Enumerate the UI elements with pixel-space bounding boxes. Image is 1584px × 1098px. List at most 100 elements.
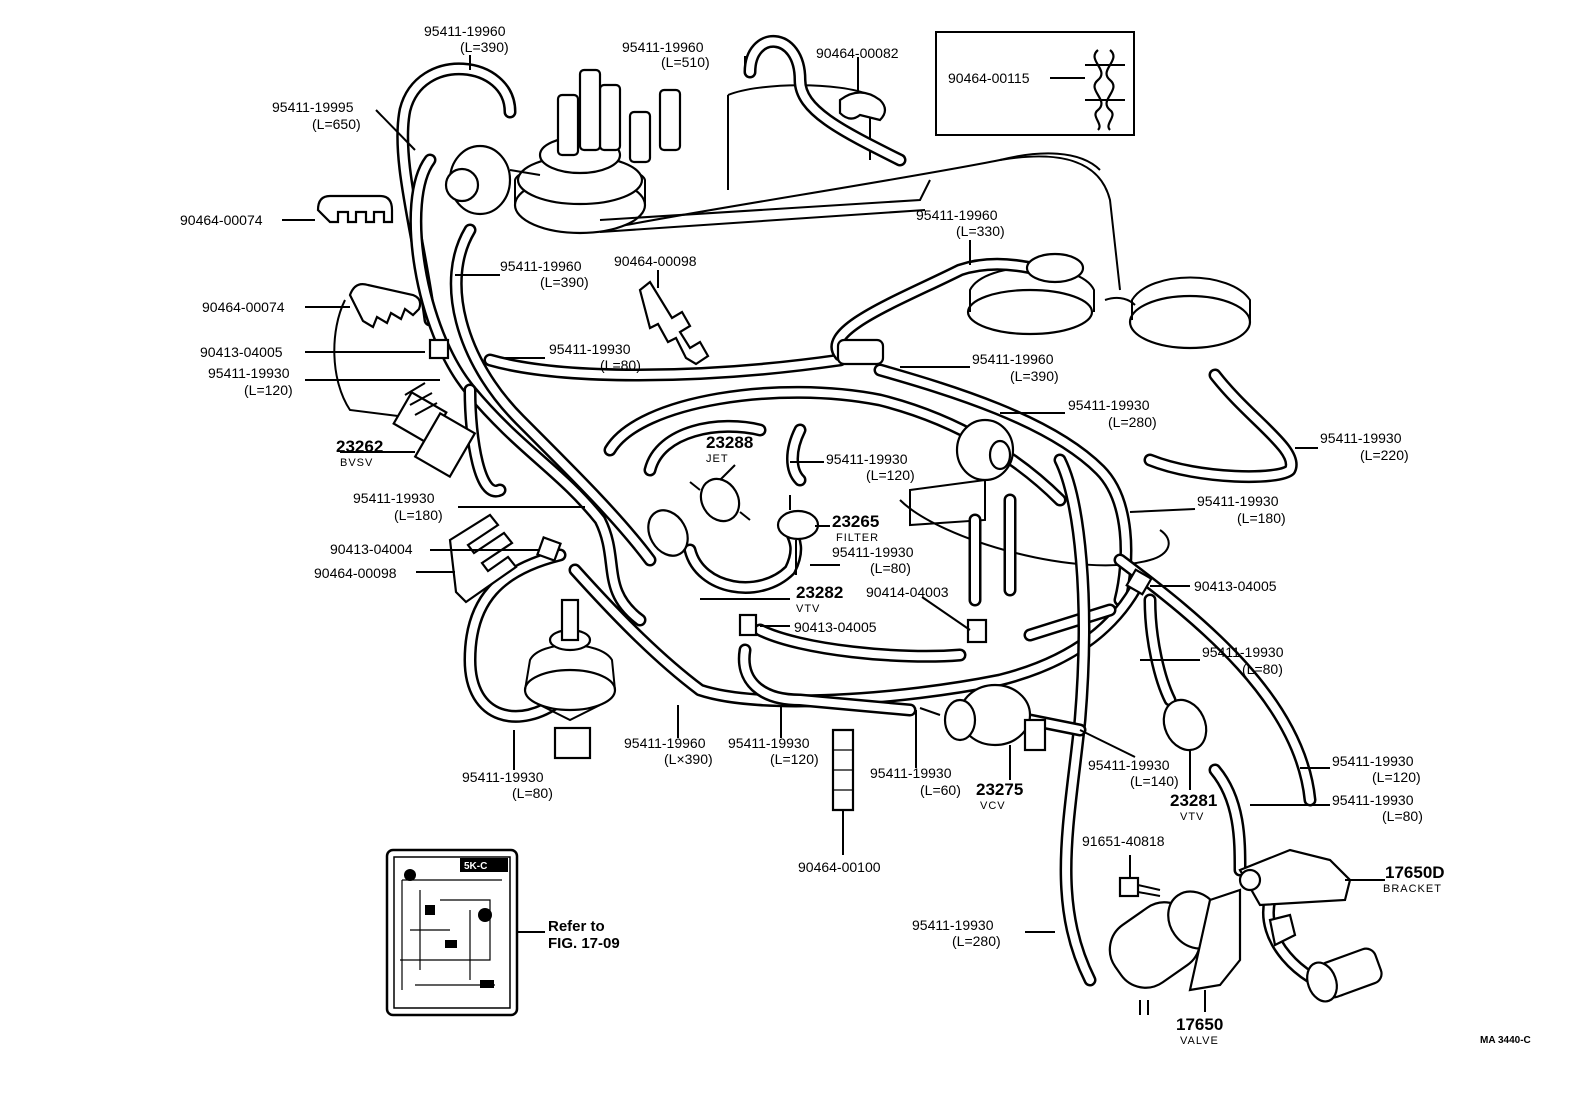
label-bracket: BRACKET — [1383, 883, 1442, 895]
diaphragm-actuator-icon — [523, 598, 617, 760]
label-90464-00115: 90464-00115 — [948, 70, 1030, 86]
label-length-h: (L=390) — [1010, 368, 1059, 384]
vtv-23281-icon — [1162, 698, 1208, 752]
jet-icon — [689, 477, 751, 523]
label-90464-00074-b: 90464-00074 — [202, 299, 285, 315]
label-90464-00098-b: 90464-00098 — [314, 565, 397, 581]
label-95411-19960-c: 95411-19960 — [916, 207, 998, 223]
label-90413-04004: 90413-04004 — [330, 541, 413, 557]
label-vcv: VCV — [980, 800, 1006, 812]
vacuum-hoses — [396, 35, 1347, 997]
label-95411-19930-i: 95411-19930 — [1202, 644, 1284, 660]
label-length-c: (L=650) — [312, 116, 361, 132]
label-95411-19930-o: 95411-19930 — [1332, 792, 1414, 808]
vcv-icon — [919, 683, 1047, 752]
label-95411-19930-j: 95411-19930 — [462, 769, 544, 785]
bolt-icon — [1118, 876, 1161, 898]
label-length-t: (L=140) — [1130, 773, 1179, 789]
reference-text-line1: Refer to — [548, 918, 605, 935]
label-17650: 17650 — [1176, 1015, 1223, 1034]
distributor-icon — [444, 68, 931, 235]
clip-inset-box — [935, 31, 1135, 136]
label-length-r: (L=120) — [770, 751, 819, 767]
canister-icon — [955, 252, 1085, 482]
label-vtv-b: VTV — [1180, 811, 1204, 823]
label-95411-19930-p: 95411-19930 — [912, 917, 994, 933]
label-length-v: (L=80) — [1382, 808, 1423, 824]
label-95411-19930-g: 95411-19930 — [1197, 493, 1279, 509]
label-95411-19995: 95411-19995 — [272, 99, 354, 115]
label-95411-19930-k: 95411-19930 — [728, 735, 810, 751]
label-95411-19930-n: 95411-19930 — [1332, 753, 1414, 769]
label-length-w: (L=280) — [952, 933, 1001, 949]
engine-block-outline — [333, 84, 1252, 567]
label-90413-04005-c: 90413-04005 — [794, 619, 877, 635]
label-length-d: (L=330) — [956, 223, 1005, 239]
label-23288: 23288 — [706, 433, 753, 452]
vsv-valve-icon — [1108, 888, 1242, 1015]
label-95411-19930-d: 95411-19930 — [1320, 430, 1402, 446]
label-length-i: (L=280) — [1108, 414, 1157, 430]
label-length-l: (L=180) — [394, 507, 443, 523]
bracket-icon — [1238, 848, 1352, 947]
label-95411-19960-f: 95411-19960 — [624, 735, 706, 751]
label-length-n: (L=80) — [870, 560, 911, 576]
part-labels: 95411-19960 (L=390) 95411-19960 (L=510) … — [180, 23, 1445, 1047]
label-90464-00100: 90464-00100 — [798, 859, 881, 875]
label-95411-19930-f: 95411-19930 — [353, 490, 435, 506]
three-way-connector-icon — [428, 338, 1153, 644]
label-23262: 23262 — [336, 437, 383, 456]
label-filter: FILTER — [836, 532, 879, 544]
label-95411-19960-a: 95411-19960 — [424, 23, 506, 39]
label-length-u: (L=120) — [1372, 769, 1421, 785]
air-cleaner-cap-icon — [1128, 294, 1252, 350]
label-95411-19930-b: 95411-19930 — [208, 365, 290, 381]
reference-inset: 5K-C Refer to FIG. 17-09 — [385, 848, 620, 1017]
vtv-23282-icon — [647, 509, 689, 557]
label-95411-19960-e: 95411-19960 — [972, 351, 1054, 367]
label-95411-19930-l: 95411-19930 — [870, 765, 952, 781]
label-length-k: (L=120) — [866, 467, 915, 483]
label-vtv-a: VTV — [796, 603, 820, 615]
label-91651-40818: 91651-40818 — [1082, 833, 1165, 849]
label-length-q: (L×390) — [664, 751, 713, 767]
label-90464-00098-a: 90464-00098 — [614, 253, 697, 269]
label-95411-19930-a: 95411-19930 — [549, 341, 631, 357]
reference-text-line2: FIG. 17-09 — [548, 935, 620, 952]
label-23281: 23281 — [1170, 791, 1217, 810]
label-95411-19960-d: 95411-19960 — [500, 258, 582, 274]
label-length-o: (L=80) — [1242, 661, 1283, 677]
hose-clamp-icon — [316, 91, 887, 812]
label-jet: JET — [706, 453, 729, 465]
label-90464-00082: 90464-00082 — [816, 45, 899, 61]
label-length-e: (L=390) — [540, 274, 589, 290]
label-90464-00074-a: 90464-00074 — [180, 212, 263, 228]
reference-badge: 5K-C — [464, 861, 487, 872]
label-95411-19930-m: 95411-19930 — [1088, 757, 1170, 773]
label-length-p: (L=80) — [512, 785, 553, 801]
label-17650d: 17650D — [1385, 863, 1445, 882]
label-length-b: (L=510) — [661, 54, 710, 70]
label-95411-19930-h: 95411-19930 — [832, 544, 914, 560]
leader-lines — [282, 55, 1385, 1012]
label-23282: 23282 — [796, 583, 843, 602]
label-23265: 23265 — [832, 512, 879, 531]
label-95411-19930-c: 95411-19930 — [1068, 397, 1150, 413]
label-90413-04005-b: 90413-04005 — [1194, 578, 1277, 594]
label-length-s: (L=60) — [920, 782, 961, 798]
label-length-f: (L=80) — [600, 357, 641, 373]
label-90413-04005-a: 90413-04005 — [200, 344, 283, 360]
label-bvsv: BVSV — [340, 457, 373, 469]
label-95411-19930-e: 95411-19930 — [826, 451, 908, 467]
bvsv-valve-icon — [392, 382, 477, 479]
electrical-connector-icon — [1306, 947, 1383, 1003]
label-length-g: (L=120) — [244, 382, 293, 398]
air-cleaner-icon — [966, 288, 1094, 336]
label-95411-19960-b: 95411-19960 — [622, 39, 704, 55]
label-length-j: (L=220) — [1360, 447, 1409, 463]
label-23275: 23275 — [976, 780, 1023, 799]
label-valve: VALVE — [1180, 1035, 1219, 1047]
label-90414-04003: 90414-04003 — [866, 584, 949, 600]
label-length-m: (L=180) — [1237, 510, 1286, 526]
